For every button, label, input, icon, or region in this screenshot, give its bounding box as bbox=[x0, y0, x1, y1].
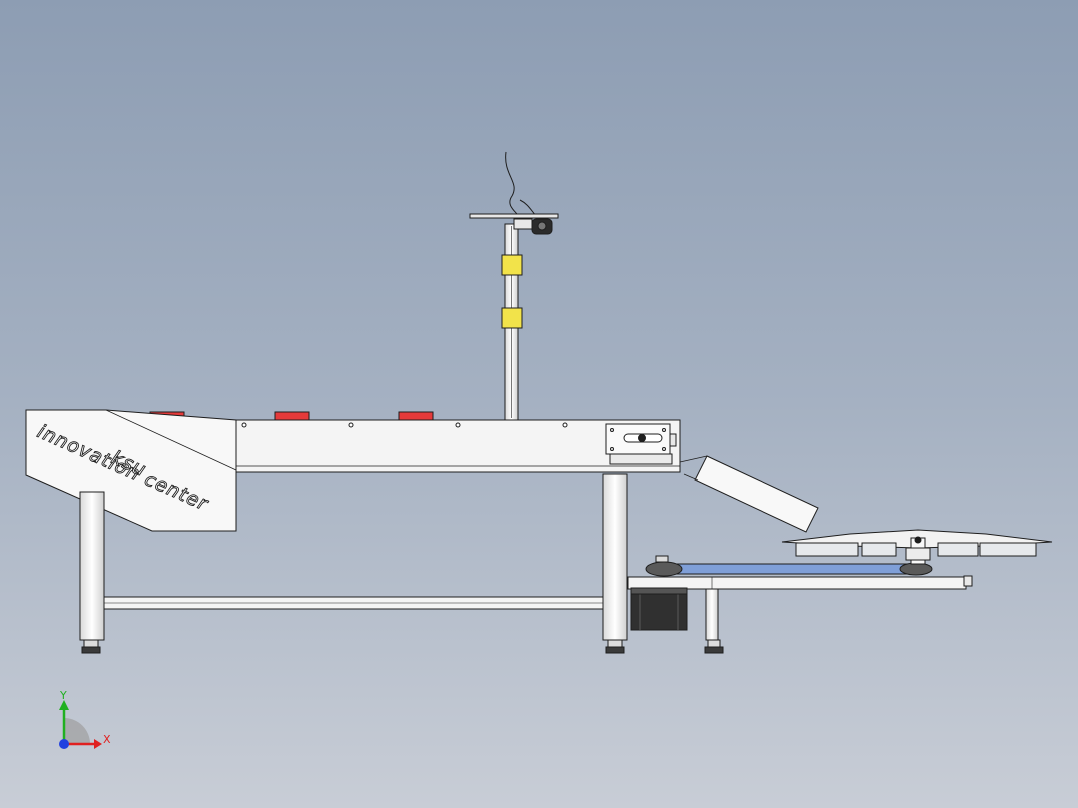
triad-x-label: X bbox=[103, 733, 111, 746]
drive-belt bbox=[651, 563, 925, 575]
leg-front bbox=[79, 491, 105, 641]
mast-clamp-lower bbox=[501, 307, 523, 329]
sorting-bin-2 bbox=[861, 542, 897, 557]
sorting-bin-4 bbox=[979, 542, 1037, 557]
driven-pulley bbox=[899, 562, 933, 576]
red-button-3 bbox=[398, 411, 434, 421]
output-chute bbox=[694, 455, 819, 533]
triad-z-axis bbox=[59, 739, 69, 749]
lower-frame bbox=[627, 576, 967, 590]
red-button-2 bbox=[274, 411, 310, 421]
triad-rotation-arc bbox=[64, 718, 90, 744]
mast-clamp-upper bbox=[501, 254, 523, 276]
leg-mid bbox=[602, 473, 628, 641]
orientation-triad[interactable]: Y X bbox=[59, 689, 111, 749]
sorting-bin-3 bbox=[937, 542, 979, 557]
leg-rear bbox=[705, 585, 719, 641]
camera-cable bbox=[505, 151, 541, 221]
triad-y-label: Y bbox=[59, 689, 67, 702]
drive-pulley bbox=[645, 561, 683, 577]
sorting-bin-1 bbox=[795, 542, 859, 557]
camera-bracket bbox=[469, 213, 559, 219]
